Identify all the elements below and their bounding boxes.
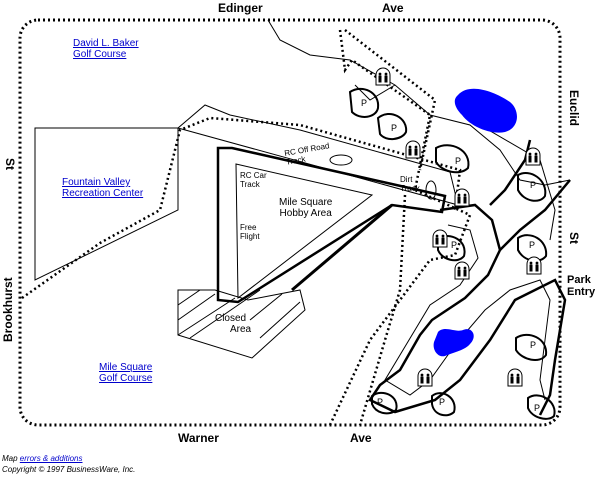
rec-center-line2[interactable]: Recreation Center (62, 188, 144, 199)
street-brookhurst: Brookhurst (1, 277, 15, 342)
restroom-icon (454, 261, 470, 280)
parking-lot (371, 391, 398, 415)
golf-south-line2[interactable]: Golf Course (99, 373, 153, 384)
dotted-road-lower (358, 194, 407, 426)
park-entry-line1: Park (567, 274, 591, 286)
restroom-icon (405, 140, 421, 159)
closed-area-hatch (177, 289, 301, 339)
stream-bend (354, 84, 396, 101)
park-boundary (18, 18, 562, 427)
free-flight-label: Free Flight (240, 223, 260, 242)
parking-label: P (529, 240, 536, 250)
parking-lot (431, 392, 456, 417)
lake-north (454, 88, 517, 133)
closed-area-line2: Area (230, 324, 252, 335)
restroom-icon (526, 256, 542, 275)
copyright: Copyright © 1997 BusinessWare, Inc. (2, 465, 136, 474)
hobby-inner-triangle (235, 163, 374, 300)
stream-south (479, 124, 556, 241)
closed-area-label: Closed Area (210, 313, 251, 335)
free-flight-line1: Free (240, 223, 257, 232)
rc-car-line2: Track (240, 179, 260, 189)
parking-lot (435, 144, 470, 174)
golf-north-line2[interactable]: Golf Course (73, 49, 127, 60)
parking-label: P (439, 397, 446, 407)
closed-area (177, 289, 306, 359)
parking-label: P (377, 397, 384, 407)
restroom-icon (417, 368, 433, 387)
parking-lot (437, 235, 466, 262)
hobby-divider (291, 203, 393, 292)
rc-off-road-pond (329, 154, 353, 166)
parking-label: P (530, 340, 537, 350)
map-prefix: Map (2, 454, 18, 463)
map-footer-line: Map errors & additions (2, 454, 83, 464)
restroom-icon (375, 67, 391, 86)
restroom-icon (525, 147, 541, 166)
dirt-track-oval (425, 180, 437, 200)
parking-label: P (361, 98, 368, 108)
rc-car-track-label: RC Car Track (240, 171, 267, 190)
parking-label: P (534, 403, 541, 413)
loop-road (368, 203, 567, 416)
park-entry-label: Park Entry (567, 274, 595, 298)
street-euclid: Euclid (567, 90, 581, 127)
parking-lot (517, 234, 548, 262)
park-entry-line2: Entry (567, 286, 596, 299)
stream (267, 19, 571, 186)
golf-north-line1[interactable]: David L. Baker (73, 38, 139, 49)
hobby-area-line1: Mile Square (279, 197, 333, 208)
restroom-icon (454, 188, 470, 207)
street-brookhurst-st: St (3, 158, 17, 170)
rec-center-line1[interactable]: Fountain Valley (62, 177, 131, 188)
parking-lot (515, 333, 548, 362)
dirt-track-label: Dirt Track (400, 175, 420, 194)
parking-lot (517, 172, 547, 202)
hobby-area-outline (216, 146, 447, 304)
dotted-road-inner (344, 29, 437, 171)
golf-course-north-link[interactable]: David L. Baker Golf Course (73, 38, 139, 60)
restroom-icons (375, 67, 542, 387)
parking-lot (348, 87, 380, 118)
closed-area-line1: Closed (214, 313, 247, 324)
street-warner: Warner (178, 431, 219, 445)
restroom-icon (432, 229, 448, 248)
restroom-icon (507, 368, 523, 387)
errors-additions-link[interactable]: errors & additions (19, 454, 83, 463)
free-flight-line2: Flight (240, 231, 260, 241)
hobby-area-label: Mile Square Hobby Area (279, 197, 332, 219)
parking-lots (348, 87, 556, 420)
rc-car-line1: RC Car (240, 171, 267, 180)
park-entry-road (499, 179, 571, 251)
golf-boundary-north (21, 116, 462, 300)
rec-center-link[interactable]: Fountain Valley Recreation Center (62, 177, 143, 199)
parking-label: P (455, 156, 462, 166)
golf-south-line1[interactable]: Mile Square (99, 362, 153, 373)
loop-road-inner (384, 224, 551, 401)
street-edinger-ave: Ave (382, 1, 404, 15)
lake-south (433, 329, 474, 357)
street-euclid-st: St (567, 232, 581, 244)
street-warner-ave: Ave (350, 431, 372, 445)
parking-lot (527, 394, 556, 420)
parking-lot (376, 113, 408, 140)
rec-center-outline (34, 127, 179, 281)
parking-label: P (391, 123, 398, 133)
parking-label: P (530, 180, 537, 190)
parking-label: P (451, 240, 458, 250)
dirt-track-line1: Dirt (400, 175, 413, 184)
dirt-track-line2: Track (400, 183, 420, 193)
hobby-area-line2: Hobby Area (279, 208, 332, 219)
street-edinger: Edinger (218, 1, 263, 15)
golf-course-south-link[interactable]: Mile Square Golf Course (99, 362, 152, 384)
